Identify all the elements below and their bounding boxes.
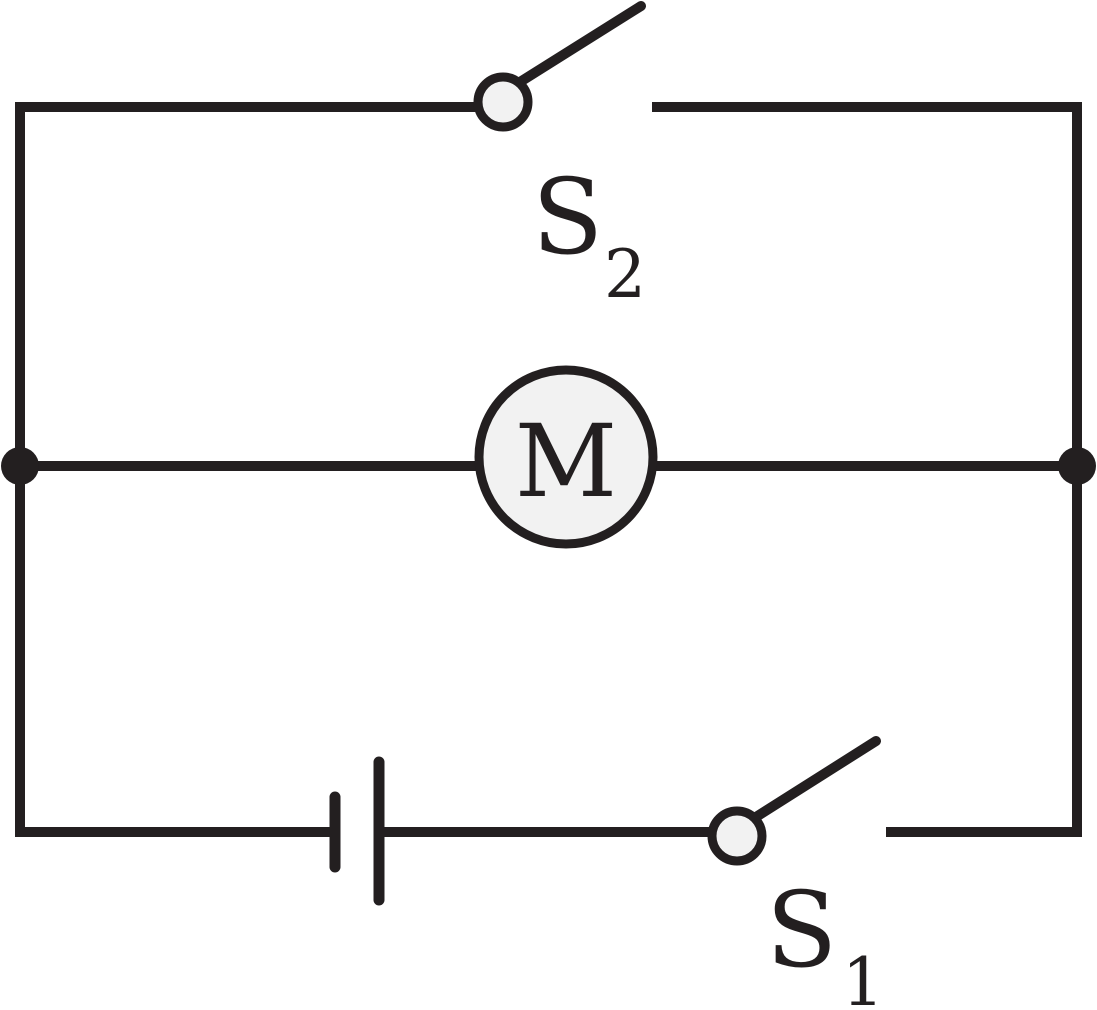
switch-s1-pivot xyxy=(707,806,767,866)
switch-s2-letter: S xyxy=(532,156,603,278)
switch-s1-label: S1 xyxy=(766,869,884,1010)
switch-s2-subscript: 2 xyxy=(604,236,646,313)
top-right-wire xyxy=(652,102,1082,466)
switch-s2-pivot xyxy=(473,72,533,132)
switch-s1-subscript: 1 xyxy=(842,944,884,1010)
top-left-wire xyxy=(15,102,478,466)
switch-s1-lever xyxy=(751,736,881,822)
switch-s2-lever xyxy=(515,1,646,87)
top-branch: S2 xyxy=(15,1,1082,466)
bottom-right-wire xyxy=(886,466,1082,837)
motor-label: M xyxy=(515,403,617,520)
motor-circle xyxy=(474,365,658,549)
bottom-branch: S1 xyxy=(15,466,1082,1010)
switch-s1-letter: S xyxy=(766,869,837,991)
bottom-left-wire xyxy=(15,466,330,837)
switch-s2-label: S2 xyxy=(532,156,646,313)
middle-branch: M xyxy=(1,365,1096,549)
